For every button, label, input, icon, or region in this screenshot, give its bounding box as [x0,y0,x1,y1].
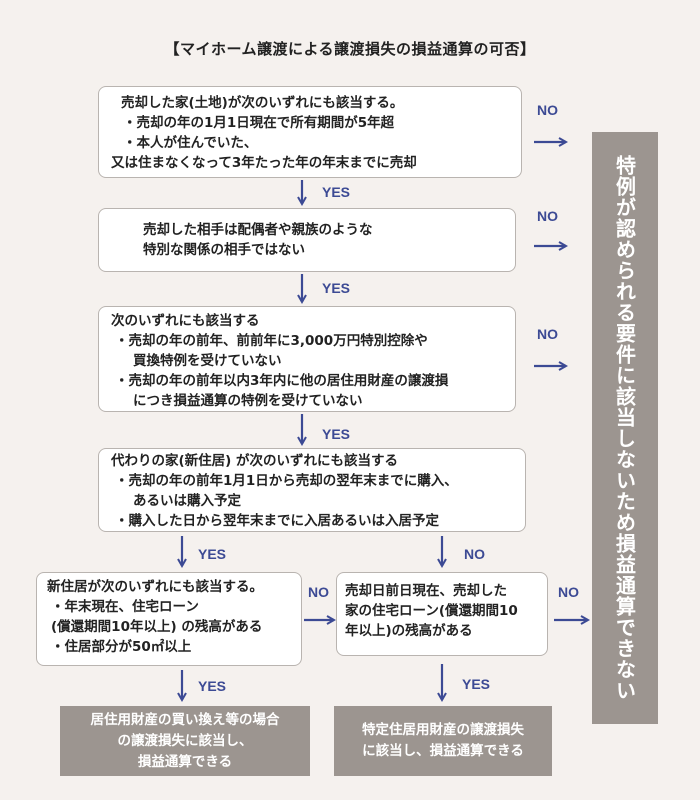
box1-line-3: ・本人が住んでいた、 [123,135,258,151]
box4-line-4: ・購入した日から翌年末までに入居あるいは入居予定 [115,513,439,529]
box6-line-3: 年以上)の残高がある [345,623,473,639]
box3-line-4: ・売却の年の前年以内3年内に他の居住用財産の譲渡損 [115,373,449,389]
condition-box-prior-specials: 次のいずれにも該当する ・売却の年の前年、前前年に3,000万円特別控除や 買換… [98,306,516,412]
label-yes-1: YES [322,184,351,200]
box1-line-4: 又は住まなくなって3年たった年の年末までに売却 [111,155,417,171]
box5-line-4: ・住居部分が50㎡以上 [51,639,192,655]
box6-line-1: 売却日前日現在、売却した [345,583,507,599]
label-no-4: NO [464,546,485,562]
box4-line-2: ・売却の年の前年1月1日から売却の翌年末までに購入、 [115,473,458,489]
label-no-1: NO [537,102,558,118]
result2-line-2: に該当し、損益通算できる [362,743,524,759]
box2-line-1: 売却した相手は配偶者や親族のような [143,222,373,238]
side-result-text: 特例が認められる要件に該当しないため損益通算できない [612,155,637,701]
result1-line-3: 損益通算できる [137,753,233,770]
box3-line-5: につき損益通算の特例を受けていない [133,393,363,409]
box5-line-2: ・年末現在、住宅ローン [51,599,199,615]
result1-line-1: 居住用財産の買い換え等の場合 [90,711,280,728]
box2-line-2: 特別な関係の相手ではない [143,242,305,258]
result2-line-1: 特定住居用財産の譲渡損失 [362,722,524,738]
label-yes-6: YES [462,676,491,692]
label-no-6: NO [558,584,579,600]
diagram-title: 【マイホーム譲渡による譲渡損失の損益通算の可否】 [164,40,536,58]
box3-line-2: ・売却の年の前年、前前年に3,000万円特別控除や [115,333,428,349]
condition-box-old-home-loan: 売却日前日現在、売却した 家の住宅ローン(償還期間10 年以上)の残高がある [336,572,548,656]
label-yes-2: YES [322,280,351,296]
result-box-specific-loss: 特定住居用財産の譲渡損失 に該当し、損益通算できる [334,706,552,776]
label-no-2: NO [537,208,558,224]
box5-line-1: 新住居が次のいずれにも該当する。 [47,579,263,595]
box4-line-3: あるいは購入予定 [133,493,241,509]
condition-box-new-home-loan: 新住居が次のいずれにも該当する。 ・年末現在、住宅ローン (償還期間10年以上)… [36,572,302,666]
label-yes-5: YES [198,678,227,694]
result-box-replacement-loss: 居住用財産の買い換え等の場合 の譲渡損失に該当し、 損益通算できる [60,706,310,776]
box6-line-2: 家の住宅ローン(償還期間10 [345,603,518,619]
result-bar-not-eligible: 特例が認められる要件に該当しないため損益通算できない [592,132,658,724]
box3-line-3: 買換特例を受けていない [133,353,282,369]
condition-box-new-home: 代わりの家(新住居) が次のいずれにも該当する ・売却の年の前年1月1日から売却… [98,448,526,532]
label-yes-4: YES [198,546,227,562]
result1-line-2: の譲渡損失に該当し、 [117,732,253,749]
box1-line-1: 売却した家(土地)が次のいずれにも該当する。 [121,95,404,111]
label-no-3: NO [537,326,558,342]
condition-box-buyer: 売却した相手は配偶者や親族のような 特別な関係の相手ではない [98,208,516,272]
label-yes-3: YES [322,426,351,442]
box4-line-1: 代わりの家(新住居) が次のいずれにも該当する [111,453,399,469]
box5-line-3: (償還期間10年以上) の残高がある [51,619,263,635]
label-no-5: NO [308,584,329,600]
condition-box-ownership: 売却した家(土地)が次のいずれにも該当する。 ・売却の年の1月1日現在で所有期間… [98,86,522,178]
box3-line-1: 次のいずれにも該当する [111,313,260,329]
box1-line-2: ・売却の年の1月1日現在で所有期間が5年超 [123,115,395,131]
